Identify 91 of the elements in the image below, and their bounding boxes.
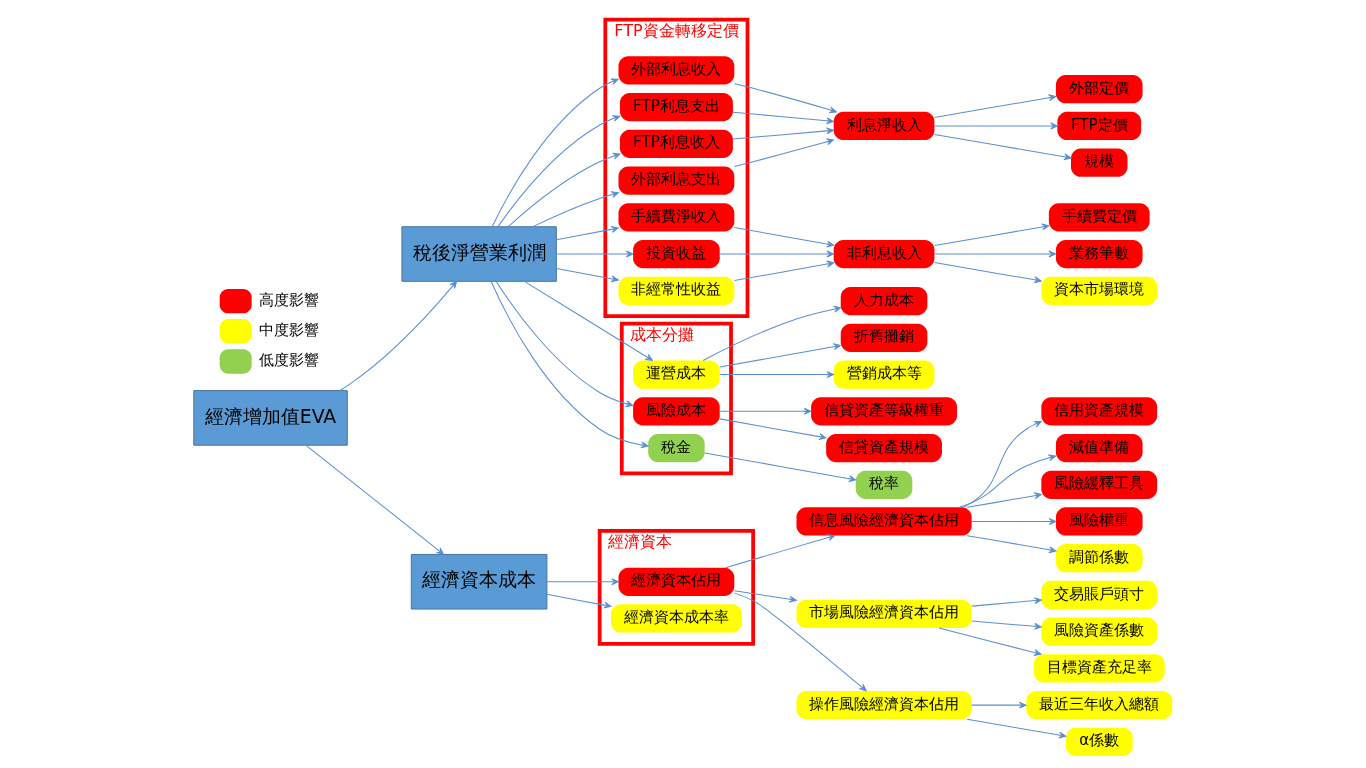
arrow bbox=[933, 94, 1057, 118]
legend-label: 中度影響 bbox=[259, 320, 320, 339]
node-box: 人力成本 bbox=[840, 287, 928, 316]
node-box: FTP利息收入 bbox=[619, 129, 733, 158]
arrow bbox=[546, 593, 612, 609]
arrow bbox=[507, 152, 621, 228]
arrow bbox=[719, 250, 835, 258]
node-box: 外部利息支出 bbox=[618, 166, 735, 195]
node-box: 市場風險經濟資本佔用 bbox=[796, 599, 972, 628]
node-box: α係數 bbox=[1065, 727, 1133, 756]
arrow bbox=[702, 305, 842, 361]
node-box: 稅金 bbox=[648, 433, 705, 463]
arrow bbox=[933, 133, 1072, 161]
node-box: 手續費定價 bbox=[1048, 203, 1150, 232]
node-box: 風險權重 bbox=[1055, 507, 1143, 536]
node-box: 最近三年收入總額 bbox=[1026, 691, 1173, 720]
arrow bbox=[305, 444, 444, 555]
node-box: 信息風險經濟資本佔用 bbox=[796, 507, 972, 536]
node-box: 稅率 bbox=[855, 470, 913, 499]
arrow bbox=[966, 718, 1067, 739]
node-box: 投資收益 bbox=[633, 239, 720, 269]
arrow bbox=[732, 111, 834, 125]
node-box: 目標資產充足率 bbox=[1033, 654, 1165, 683]
arrow bbox=[491, 78, 619, 228]
arrow bbox=[532, 191, 619, 228]
node-box: 利息淨收入 bbox=[833, 111, 935, 141]
node-box: FTP利息支出 bbox=[619, 93, 733, 122]
arrow bbox=[719, 407, 812, 415]
node-box: 交易賬戶頭寸 bbox=[1041, 580, 1158, 610]
arrow bbox=[971, 597, 1042, 607]
arrow bbox=[490, 281, 649, 449]
arrow bbox=[733, 226, 835, 248]
arrow bbox=[555, 267, 619, 283]
node-box: 營銷成本等 bbox=[833, 360, 935, 389]
arrow bbox=[958, 454, 1057, 508]
node-box: 手續費淨收入 bbox=[618, 203, 735, 232]
arrow bbox=[966, 492, 1042, 508]
arrow bbox=[933, 122, 1058, 130]
node-box: 操作風險經濟資本佔用 bbox=[796, 691, 972, 720]
arrow bbox=[933, 250, 1057, 258]
node-box: 資本市場環境 bbox=[1041, 276, 1158, 305]
arrow bbox=[971, 518, 1057, 525]
arrow bbox=[733, 590, 797, 603]
arrow bbox=[704, 452, 857, 483]
arrow bbox=[734, 83, 837, 114]
arrow bbox=[971, 620, 1042, 630]
arrow bbox=[719, 343, 841, 368]
node-box: 風險成本 bbox=[633, 397, 720, 426]
arrow bbox=[971, 701, 1027, 709]
arrow bbox=[933, 262, 1042, 284]
node-box: 非利息收入 bbox=[833, 239, 935, 269]
node-box: 經濟資本佔用 bbox=[618, 567, 735, 596]
node-box: 非經常性收益 bbox=[618, 276, 735, 305]
arrow bbox=[555, 250, 634, 258]
node-box: 減值準備 bbox=[1055, 433, 1143, 463]
node-box: 經濟資本成本 bbox=[410, 554, 548, 610]
arrow bbox=[963, 420, 1042, 508]
arrow bbox=[339, 280, 458, 392]
arrow bbox=[933, 223, 1050, 247]
node-box: 風險資產係數 bbox=[1041, 617, 1158, 646]
node-box: 折舊攤銷 bbox=[840, 323, 928, 352]
arrow bbox=[734, 592, 867, 692]
node-box: 調節係數 bbox=[1055, 544, 1143, 573]
arrow bbox=[523, 280, 653, 361]
arrow bbox=[733, 260, 835, 282]
arrow bbox=[966, 535, 1057, 554]
node-box: 業務筆數 bbox=[1055, 239, 1143, 269]
node-box: FTP定價 bbox=[1057, 111, 1142, 141]
arrow bbox=[732, 127, 834, 140]
arrow bbox=[734, 138, 835, 168]
arrow bbox=[495, 280, 634, 408]
node-box: 信貸資產等級權重 bbox=[811, 397, 958, 426]
node-box: 外部利息收入 bbox=[618, 56, 735, 85]
arrow bbox=[719, 418, 827, 441]
arrow bbox=[938, 627, 1042, 656]
node-box: 信用資產規模 bbox=[1041, 397, 1158, 426]
legend-label: 低度影響 bbox=[259, 350, 320, 369]
arrow bbox=[719, 371, 835, 379]
arrow bbox=[555, 225, 619, 241]
node-box: 稅後淨營業利潤 bbox=[401, 226, 557, 282]
node-box: 信貸資產規模 bbox=[826, 433, 942, 463]
node-box: 經濟資本成本率 bbox=[610, 604, 742, 633]
arrow bbox=[546, 578, 619, 586]
node-box: 規模 bbox=[1071, 148, 1128, 177]
node-box: 經濟增加值EVA bbox=[193, 390, 348, 446]
node-box: 風險緩釋工具 bbox=[1041, 470, 1158, 499]
legend-label: 高度影響 bbox=[259, 290, 320, 309]
node-box: 運營成本 bbox=[633, 360, 720, 389]
node-box: 外部定價 bbox=[1055, 75, 1143, 104]
arrow bbox=[497, 115, 621, 228]
arrow bbox=[725, 534, 836, 569]
